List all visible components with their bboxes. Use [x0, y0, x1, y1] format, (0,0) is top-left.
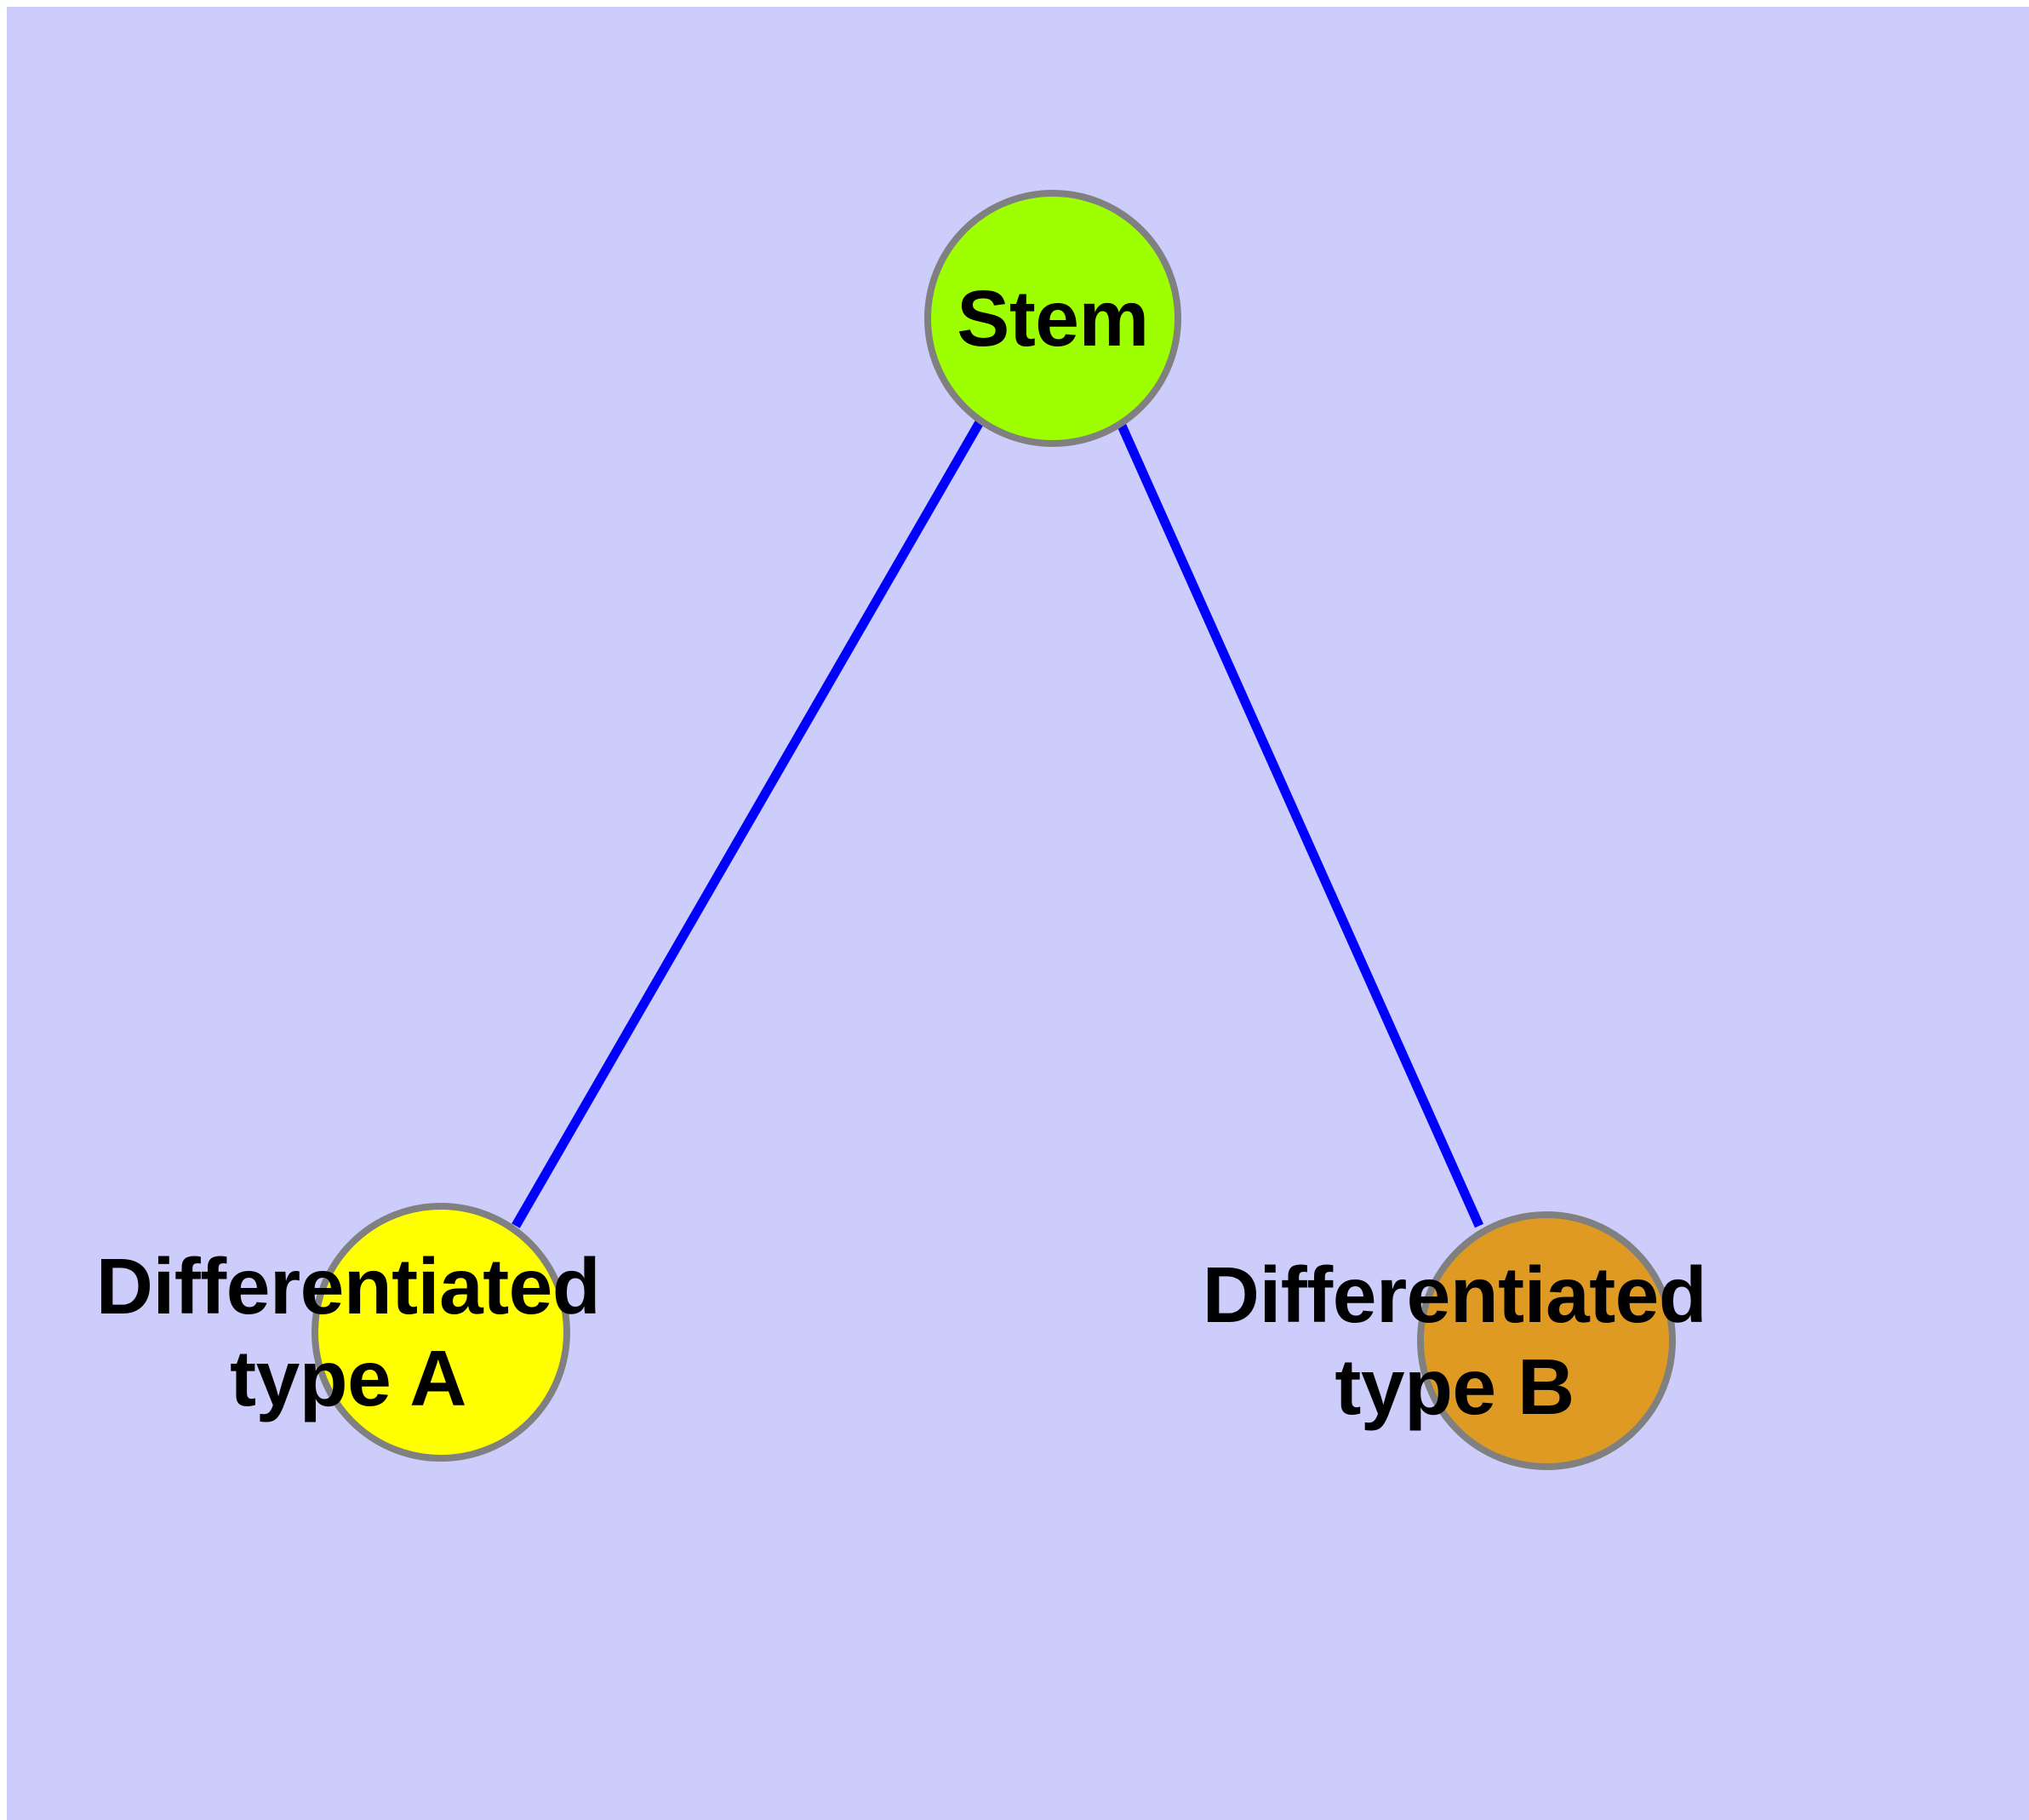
node-differentiated-type-b[interactable]: [1417, 1211, 1676, 1470]
node-stem[interactable]: [924, 190, 1181, 447]
edge-stem-to-differentiated-type-b[interactable]: [1117, 423, 1484, 1228]
edge-stem-to-differentiated-type-a[interactable]: [512, 420, 984, 1228]
node-layer: [311, 190, 1676, 1470]
edge-layer: [512, 420, 1484, 1228]
node-differentiated-type-a[interactable]: [311, 1203, 570, 1462]
